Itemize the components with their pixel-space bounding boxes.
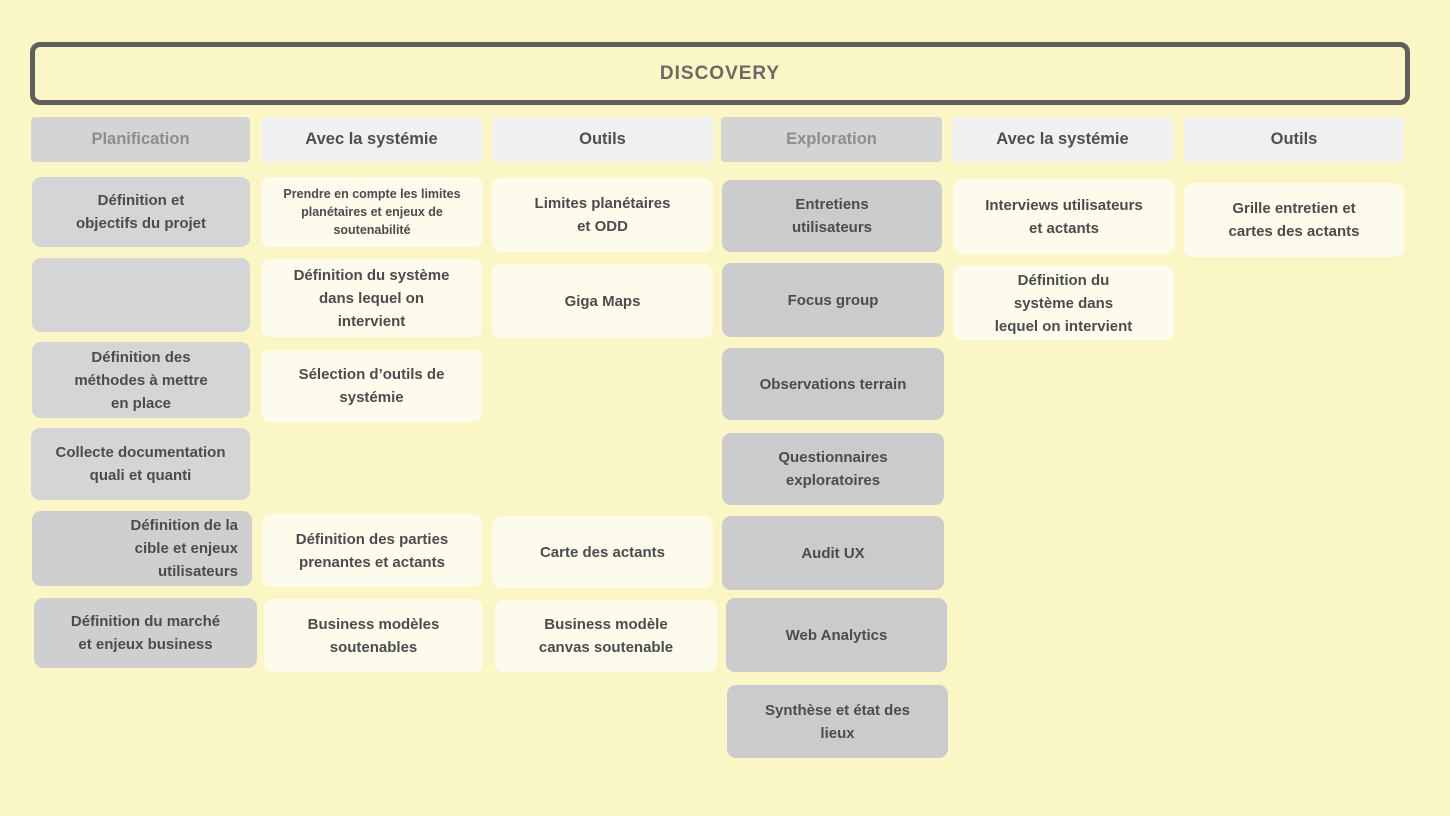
- column-header-label: Exploration: [786, 130, 877, 148]
- card-limites-planetaires-odd[interactable]: Limites planétaires et ODD: [492, 178, 713, 252]
- card-label: Définition des parties prenantes et acta…: [295, 530, 449, 571]
- card-definition-parties-prenantes[interactable]: Définition des parties prenantes et acta…: [262, 514, 482, 587]
- card-empty[interactable]: [32, 258, 250, 332]
- card-entretiens-utilisateurs[interactable]: Entretiens utilisateurs: [722, 180, 942, 252]
- card-label: Focus group: [787, 291, 879, 309]
- card-giga-maps[interactable]: Giga Maps: [492, 264, 713, 338]
- card-synthese-etat-des-lieux[interactable]: Synthèse et état des lieux: [727, 685, 948, 758]
- card-limites-planetaires-soutenabilite[interactable]: Prendre en compte les limites planétaire…: [261, 177, 483, 247]
- card-label: Prendre en compte les limites planétaire…: [283, 187, 461, 237]
- column-header-outils-2[interactable]: Outils: [1184, 117, 1404, 162]
- column-header-outils-1[interactable]: Outils: [492, 117, 713, 162]
- card-grille-entretien-cartes-actants[interactable]: Grille entretien et cartes des actants: [1184, 183, 1404, 257]
- card-interviews-utilisateurs-actants[interactable]: Interviews utilisateurs et actants: [953, 179, 1175, 254]
- column-header-label: Avec la systémie: [996, 130, 1129, 148]
- card-label: Limites planétaires et ODD: [534, 195, 671, 235]
- card-collecte-documentation[interactable]: Collecte documentation quali et quanti: [31, 428, 250, 500]
- card-label: Définition de la cible et enjeux utilisa…: [130, 517, 238, 580]
- card-label: Définition des méthodes à mettre en plac…: [74, 348, 208, 412]
- card-label: Définition du système dans lequel on int…: [994, 271, 1133, 335]
- card-label: Questionnaires exploratoires: [778, 449, 888, 489]
- card-audit-ux[interactable]: Audit UX: [722, 516, 944, 590]
- column-header-avec-la-systemie-1[interactable]: Avec la systémie: [261, 117, 482, 162]
- card-selection-outils-systemie[interactable]: Sélection d’outils de systémie: [261, 350, 482, 422]
- card-label: Synthèse et état des lieux: [764, 701, 911, 742]
- card-focus-group[interactable]: Focus group: [722, 263, 944, 337]
- column-header-label: Outils: [579, 130, 626, 148]
- column-header-label: Planification: [91, 130, 190, 148]
- card-label: Sélection d’outils de systémie: [298, 366, 445, 406]
- card-web-analytics[interactable]: Web Analytics: [726, 598, 947, 672]
- card-label: Grille entretien et cartes des actants: [1228, 200, 1360, 240]
- card-label: Giga Maps: [564, 292, 641, 310]
- card-label: Définition du système dans lequel on int…: [293, 266, 450, 330]
- card-label: Collecte documentation quali et quanti: [55, 444, 226, 484]
- card-label: Observations terrain: [759, 375, 907, 393]
- card-label: Définition du marché et enjeux business: [70, 613, 221, 653]
- card-label: Entretiens utilisateurs: [791, 196, 873, 236]
- column-header-planification[interactable]: Planification: [31, 117, 250, 162]
- card-definition-objectifs-projet[interactable]: Définition et objectifs du projet: [32, 177, 250, 247]
- card-questionnaires-exploratoires[interactable]: Questionnaires exploratoires: [722, 433, 944, 505]
- card-label: Carte des actants: [539, 543, 666, 561]
- column-header-label: Avec la systémie: [305, 130, 438, 148]
- phase-title: DISCOVERY: [659, 62, 781, 84]
- column-header-exploration[interactable]: Exploration: [721, 117, 942, 162]
- card-definition-marche-enjeux-business[interactable]: Définition du marché et enjeux business: [34, 598, 257, 668]
- card-definition-systeme-intervention-2[interactable]: Définition du système dans lequel on int…: [953, 266, 1174, 340]
- card-observations-terrain[interactable]: Observations terrain: [722, 348, 944, 420]
- column-header-avec-la-systemie-2[interactable]: Avec la systémie: [952, 117, 1173, 162]
- card-label: Audit UX: [801, 544, 865, 562]
- card-label: Interviews utilisateurs et actants: [985, 196, 1143, 237]
- card-definition-systeme-intervention[interactable]: Définition du système dans lequel on int…: [261, 259, 482, 337]
- phase-title-box[interactable]: DISCOVERY: [30, 42, 1410, 105]
- column-header-label: Outils: [1270, 130, 1318, 148]
- card-definition-cible-enjeux-utilisateurs[interactable]: Définition de la cible et enjeux utilisa…: [32, 511, 252, 586]
- card-business-modele-canvas-soutenable[interactable]: Business modèle canvas soutenable: [495, 600, 717, 672]
- card-label: Business modèle canvas soutenable: [538, 616, 674, 656]
- card-label: Business modèles soutenables: [307, 615, 440, 656]
- card-definition-methodes[interactable]: Définition des méthodes à mettre en plac…: [32, 342, 250, 418]
- card-label: Web Analytics: [785, 626, 888, 644]
- card-business-modeles-soutenables[interactable]: Business modèles soutenables: [264, 599, 483, 672]
- card-carte-des-actants[interactable]: Carte des actants: [492, 516, 713, 588]
- card-label: Définition et objectifs du projet: [75, 192, 206, 232]
